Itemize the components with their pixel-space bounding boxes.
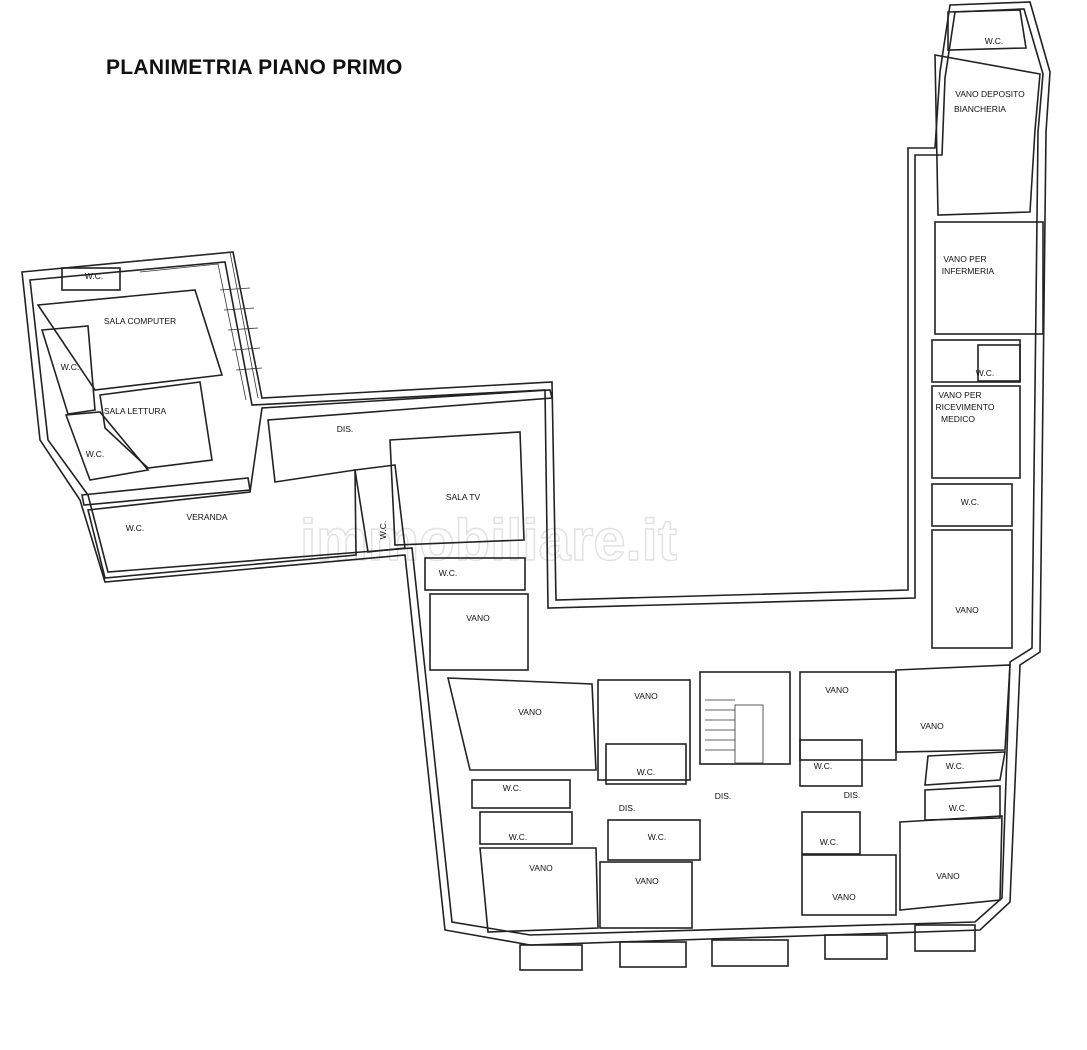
room-label: VERANDA (186, 512, 227, 522)
room-label: W.C. (85, 271, 103, 281)
room-label: SALA LETTURA (104, 406, 167, 416)
room-label: W.C. (814, 761, 832, 771)
room-label: VANO (518, 707, 542, 717)
room-label: BIANCHERIA (954, 104, 1006, 114)
room-label: W.C. (61, 362, 79, 372)
room-label: VANO (466, 613, 490, 623)
room-label: W.C. (985, 36, 1003, 46)
room-label: W.C. (648, 832, 666, 842)
room-label: W.C. (126, 523, 144, 533)
room-label: VANO (955, 605, 979, 615)
room-label: VANO (825, 685, 849, 695)
room-label: VANO (635, 876, 659, 886)
room-label: MEDICO (941, 414, 975, 424)
room-label: DIS. (844, 790, 861, 800)
room-labels: W.C. SALA COMPUTER W.C. SALA LETTURA W.C… (61, 36, 1025, 902)
room-label: W.C. (949, 803, 967, 813)
room-label: DIS. (715, 791, 732, 801)
room-label: W.C. (946, 761, 964, 771)
room-label: W.C. (820, 837, 838, 847)
room-label: VANO (936, 871, 960, 881)
room-label: W.C. (509, 832, 527, 842)
stair-terrace (124, 251, 263, 401)
room-label: W.C. (976, 368, 994, 378)
staircase (705, 699, 764, 764)
room-label: VANO (634, 691, 658, 701)
plan-title: PLANIMETRIA PIANO PRIMO (106, 56, 403, 79)
room-label: INFERMERIA (942, 266, 995, 276)
room-label: W.C. (637, 767, 655, 777)
room-label: W.C. (378, 521, 388, 539)
room-label: VANO PER (943, 254, 986, 264)
room-label: W.C. (86, 449, 104, 459)
room-label: VANO PER (938, 390, 981, 400)
room-label: W.C. (439, 568, 457, 578)
room-label: VANO (920, 721, 944, 731)
room-label: SALA TV (446, 492, 481, 502)
room-label: SALA COMPUTER (104, 316, 176, 326)
room-label: W.C. (503, 783, 521, 793)
room-label: VANO DEPOSITO (955, 89, 1025, 99)
walls (21, 1, 1051, 971)
room-label: VANO (529, 863, 553, 873)
room-label: RICEVIMENTO (936, 402, 995, 412)
room-label: DIS. (337, 424, 354, 434)
room-label: VANO (832, 892, 856, 902)
room-label: W.C. (961, 497, 979, 507)
room-label: DIS. (619, 803, 636, 813)
